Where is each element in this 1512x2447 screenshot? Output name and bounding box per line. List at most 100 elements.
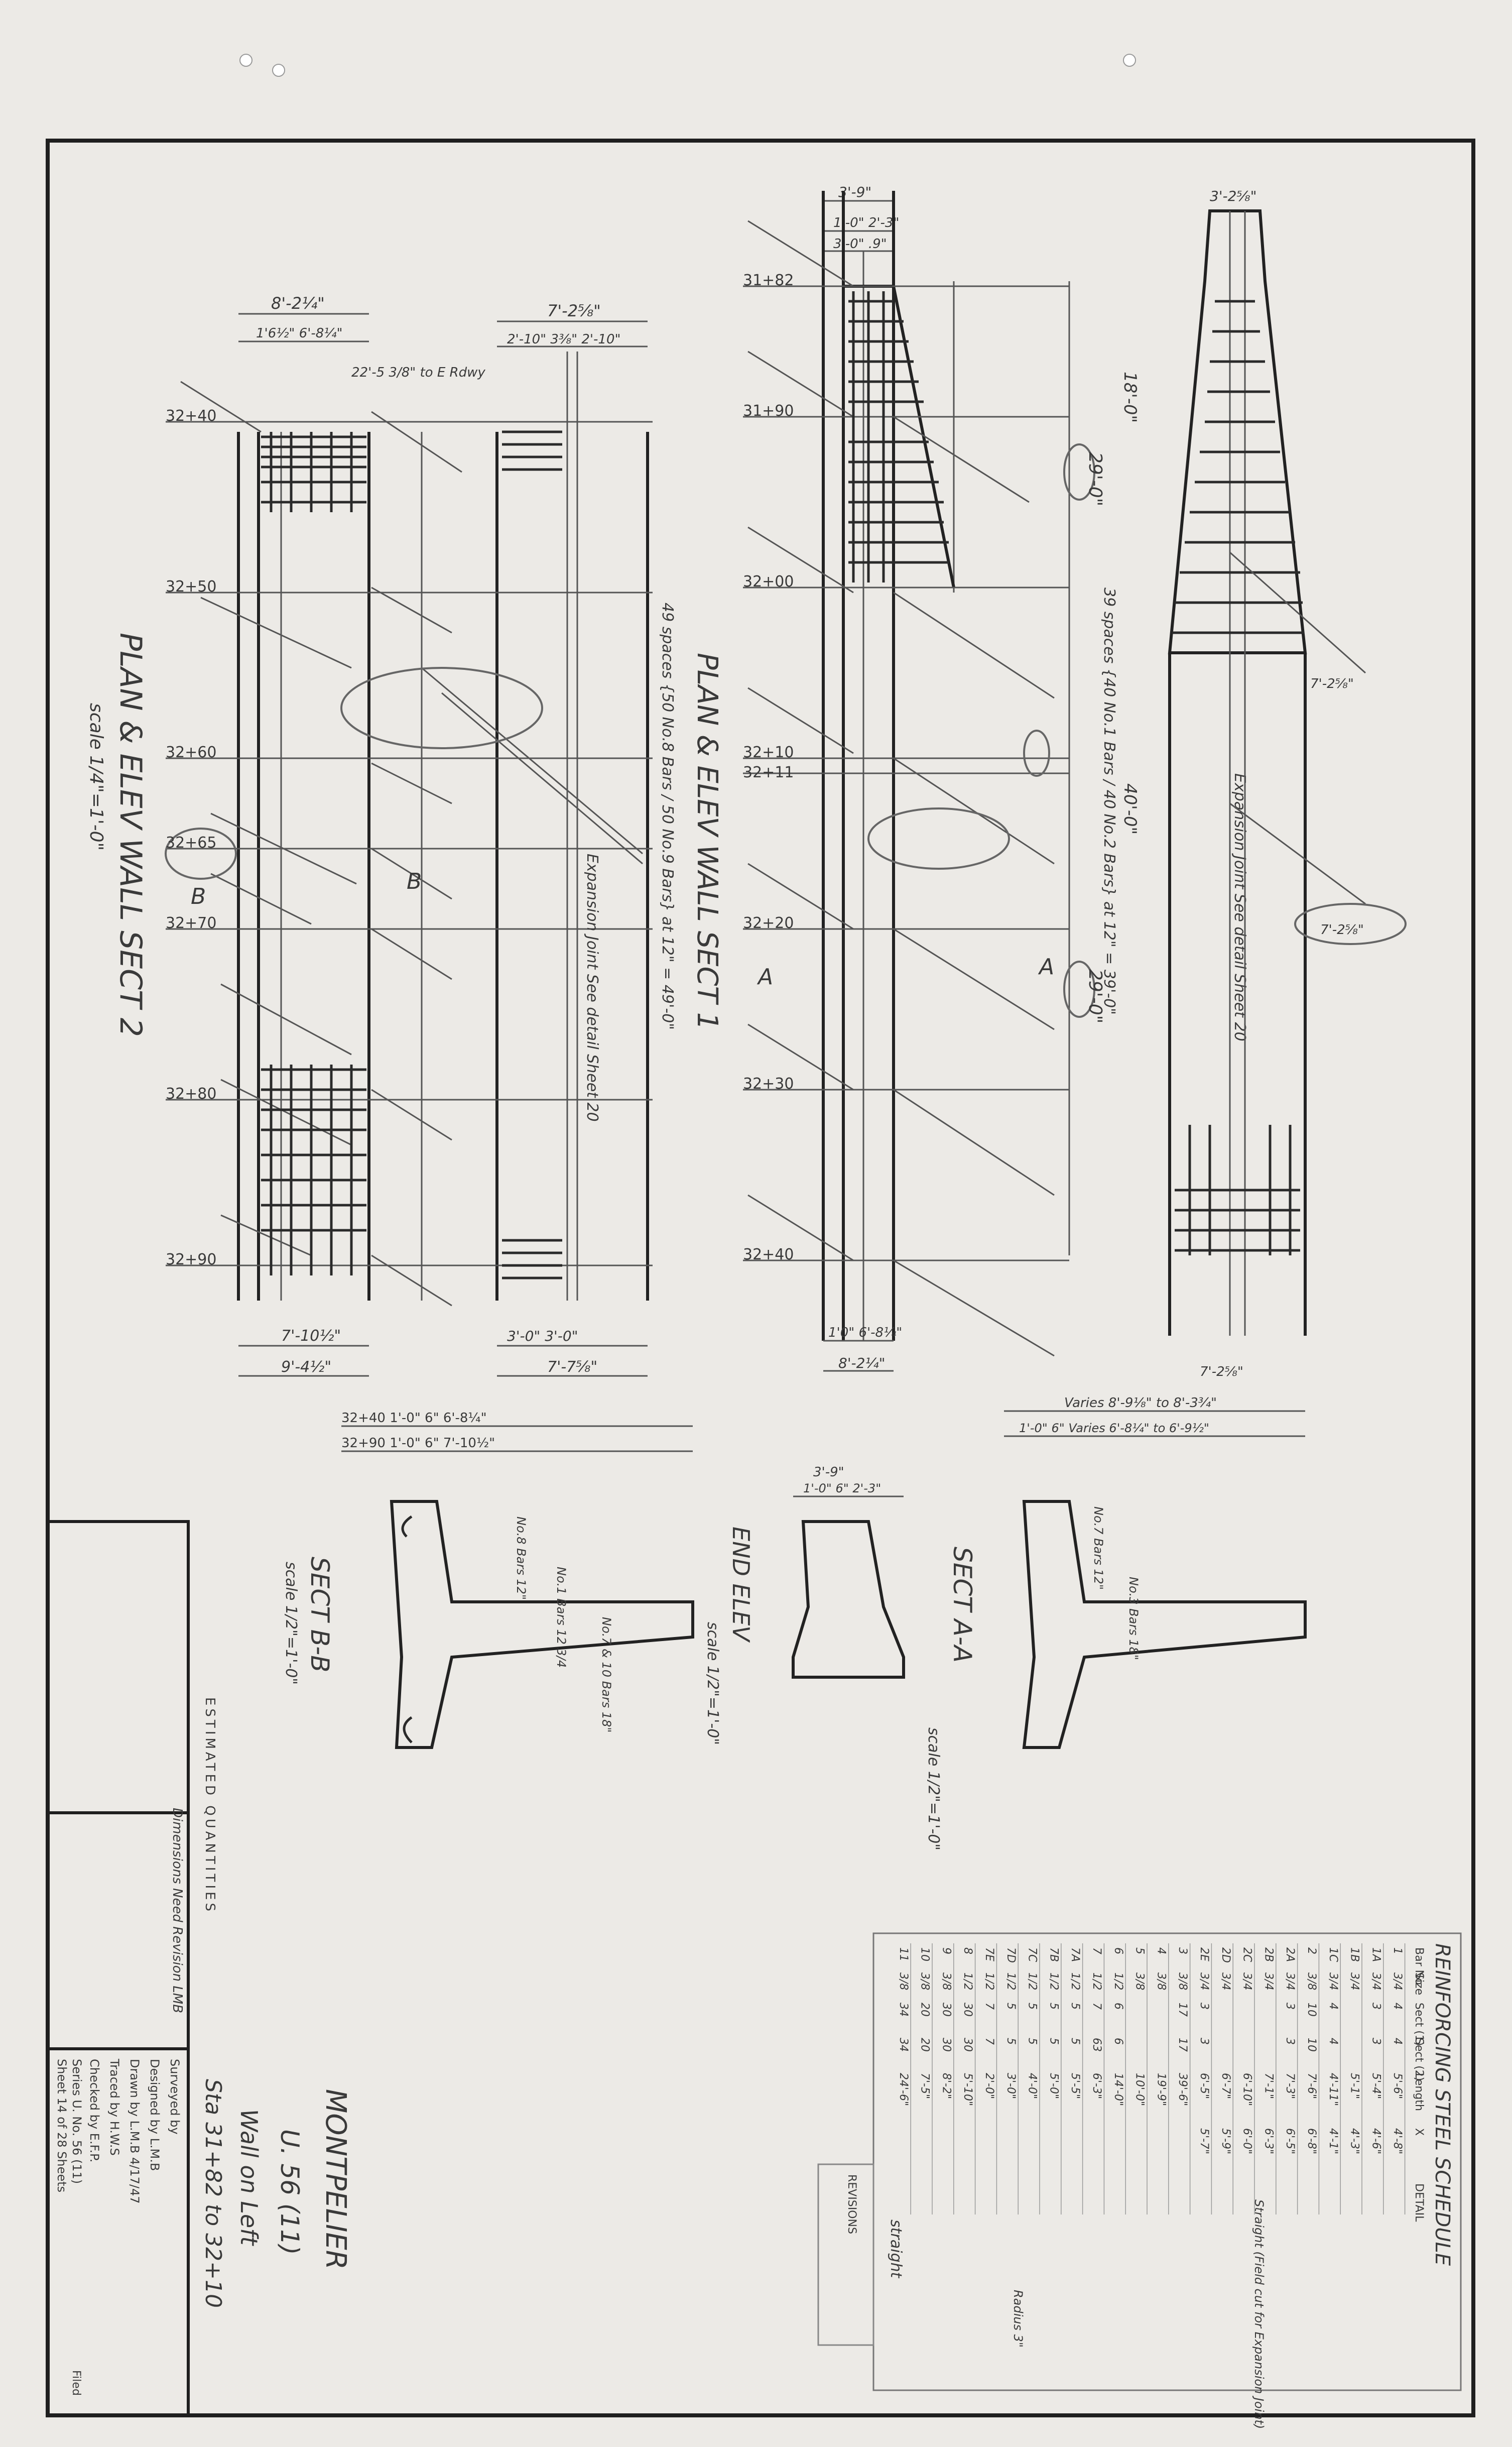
svg-text:29'-0": 29'-0" [1085, 452, 1105, 506]
punch-hole [272, 64, 285, 77]
schedule-cell: 3/4 [1262, 1972, 1275, 1990]
schedule-cell: 6 [1112, 2003, 1124, 2010]
schedule-cell: 5'-0" [1047, 2073, 1060, 2099]
schedule-cell: 3/8 [1305, 1972, 1318, 1990]
plan-elev-sect-1-right: 3'-9" 1'-0" 2'-3" 3'-0" .9" [191, 184, 1140, 1372]
svg-text:1'0" 6'-8¼": 1'0" 6'-8¼" [828, 1325, 902, 1340]
estimated-quantities-block [46, 1520, 190, 2417]
svg-text:1'-0" 6" 2'-3": 1'-0" 6" 2'-3" [803, 1481, 881, 1495]
schedule-cell: 2C [1241, 1947, 1253, 1962]
schedule-cell: 3/4 [1391, 1972, 1404, 1990]
schedule-cell: 30 [940, 2038, 952, 2052]
detail-note-1: Straight (Field cut for Expansion Joint) [1252, 2199, 1266, 2429]
schedule-header: Size [1413, 1972, 1425, 1995]
schedule-cell: 4 [1391, 2003, 1404, 2010]
svg-text:No.1 Bars 12 3/4: No.1 Bars 12 3/4 [554, 1567, 568, 1668]
svg-text:3'-2⅝": 3'-2⅝" [1210, 188, 1256, 204]
plan-elev-2-title: PLAN & ELEV WALL SECT 2 [113, 633, 148, 1037]
traced-by: Traced by H.W.S [107, 2058, 121, 2156]
section-a-a: Varies 8'-9⅛" to 8'-3¾" 1'-0" 6" Varies … [1004, 1395, 1307, 1749]
sect-aa-title: SECT A-A [948, 1547, 977, 1663]
radius-note: Radius 3" [1011, 2290, 1025, 2348]
schedule-cell: 6'-7" [1219, 2073, 1232, 2099]
svg-text:A: A [1038, 954, 1054, 980]
schedule-cell: 3/8 [940, 1972, 952, 1990]
quantities-title: ESTIMATED QUANTITIES [202, 1697, 217, 1914]
schedule-cell: 6'-3" [1090, 2073, 1103, 2099]
svg-text:9'-4½": 9'-4½" [281, 1358, 331, 1376]
schedule-cell: 7 [1090, 2003, 1103, 2010]
schedule-cell: 3/4 [1348, 1972, 1361, 1990]
schedule-cell: 5'-4" [1369, 2073, 1382, 2099]
schedule-cell: 4 [1391, 2038, 1404, 2045]
station-label: 32+70 [166, 914, 216, 932]
schedule-cell: 3 [1198, 2038, 1210, 2045]
section-b-b: 32+40 1'-0" 6" 6'-8¼" 32+90 1'-0" 6" 7'-… [341, 1411, 694, 1749]
schedule-cell: 6'-5" [1198, 2073, 1210, 2099]
title-block: MONTPELIER U. 56 (11) Wall on Left Sta 3… [55, 2058, 352, 2396]
schedule-header: DETAIL [1413, 2183, 1425, 2222]
drawn-by: Drawn by L.M.B 4/17/47 [128, 2059, 142, 2204]
schedule-cell: 3/8 [919, 1972, 931, 1990]
schedule-header: Bar No [1413, 1947, 1425, 1985]
filed-label: Filed [70, 2370, 82, 2396]
schedule-cell: 3 [1284, 2003, 1296, 2010]
end-elev-title: END ELEV [727, 1527, 754, 1643]
svg-text:No.8 Bars 12": No.8 Bars 12" [514, 1517, 528, 1600]
station-label: 32+10 [743, 744, 794, 761]
schedule-cell: 4'-1" [1327, 2128, 1339, 2154]
schedule-cell: 1/2 [983, 1972, 995, 1990]
surveyed-by: Surveyed by [168, 2059, 182, 2135]
svg-text:7'-10½": 7'-10½" [281, 1327, 341, 1345]
schedule-cell: 4'-3" [1348, 2128, 1361, 2154]
schedule-cell: 7'-3" [1284, 2073, 1296, 2099]
svg-text:8'-2¼": 8'-2¼" [838, 1355, 885, 1371]
expansion-note-2: Expansion Joint See detail Sheet 20 [1231, 773, 1248, 1041]
schedule-cell: 4'-6" [1369, 2128, 1382, 2154]
schedule-cell: 5 [1026, 2003, 1039, 2010]
station-label: 32+65 [166, 834, 216, 852]
svg-text:40'-0": 40'-0" [1120, 783, 1140, 835]
schedule-cell: 5 [1004, 2003, 1017, 2010]
punch-hole [1123, 54, 1136, 67]
schedule-cell: 5 [1069, 2038, 1081, 2045]
schedule-header: X [1413, 2128, 1425, 2136]
end-elev-scale: scale 1/2"=1'-0" [704, 1622, 721, 1745]
schedule-header: Length [1413, 2073, 1425, 2111]
svg-text:1'6½" 6'-8¼": 1'6½" 6'-8¼" [256, 326, 342, 341]
schedule-cell: 20 [919, 2038, 931, 2052]
schedule-cell: 6'-8" [1305, 2128, 1318, 2154]
title-town: MONTPELIER [319, 2089, 352, 2270]
station-label: 32+20 [743, 914, 794, 932]
plan-elev-2-scale: scale 1/4"=1'-0" [86, 703, 106, 851]
schedule-cell: 3/4 [1219, 1972, 1232, 1990]
schedule-cell: 1/2 [1026, 1972, 1039, 1990]
svg-text:Varies 8'-9⅛" to 8'-3¾": Varies 8'-9⅛" to 8'-3¾" [1064, 1395, 1217, 1411]
schedule-cell: 17 [1176, 2038, 1189, 2052]
elevation-tapered-wall: 3'-2⅝" 7'-2⅝" 7'-2⅝" 7'-2⅝" [1168, 188, 1407, 1379]
sheet-border [46, 139, 1475, 2417]
svg-text:7'-2⅝": 7'-2⅝" [1200, 1364, 1243, 1379]
title-stations: Sta 31+82 to 32+10 [200, 2079, 226, 2308]
schedule-cell: 3/4 [1284, 1972, 1296, 1990]
schedule-cell: 1/2 [1047, 1972, 1060, 1990]
svg-text:29'-0": 29'-0" [1085, 969, 1105, 1023]
svg-text:18'-0": 18'-0" [1120, 372, 1140, 423]
schedule-cell: 2'-0" [983, 2073, 995, 2099]
schedule-cell: 10'-0" [1133, 2073, 1146, 2106]
schedule-cell: 7'-1" [1262, 2073, 1275, 2099]
schedule-cell: 3 [1176, 1947, 1189, 1954]
station-label: 32+40 [166, 407, 216, 425]
schedule-cell: 30 [961, 2038, 974, 2052]
schedule-cell: 1 [1391, 1947, 1404, 1954]
svg-text:32+90 1'-0" 6" 7'-10½": 32+90 1'-0" 6" 7'-10½" [341, 1436, 495, 1451]
schedule-cell: 1/2 [961, 1972, 974, 1990]
schedule-cell: 6'-0" [1241, 2128, 1253, 2154]
rdwy-note: 22'-5 3/8" to E Rdwy [351, 365, 485, 380]
schedule-cell: 7 [983, 2003, 995, 2010]
schedule-cell: 14'-0" [1112, 2073, 1124, 2106]
schedule-cell: 6'-3" [1262, 2128, 1275, 2154]
revision-stamp [817, 2163, 874, 2346]
sect-aa-scale: scale 1/2"=1'-0" [925, 1727, 942, 1850]
